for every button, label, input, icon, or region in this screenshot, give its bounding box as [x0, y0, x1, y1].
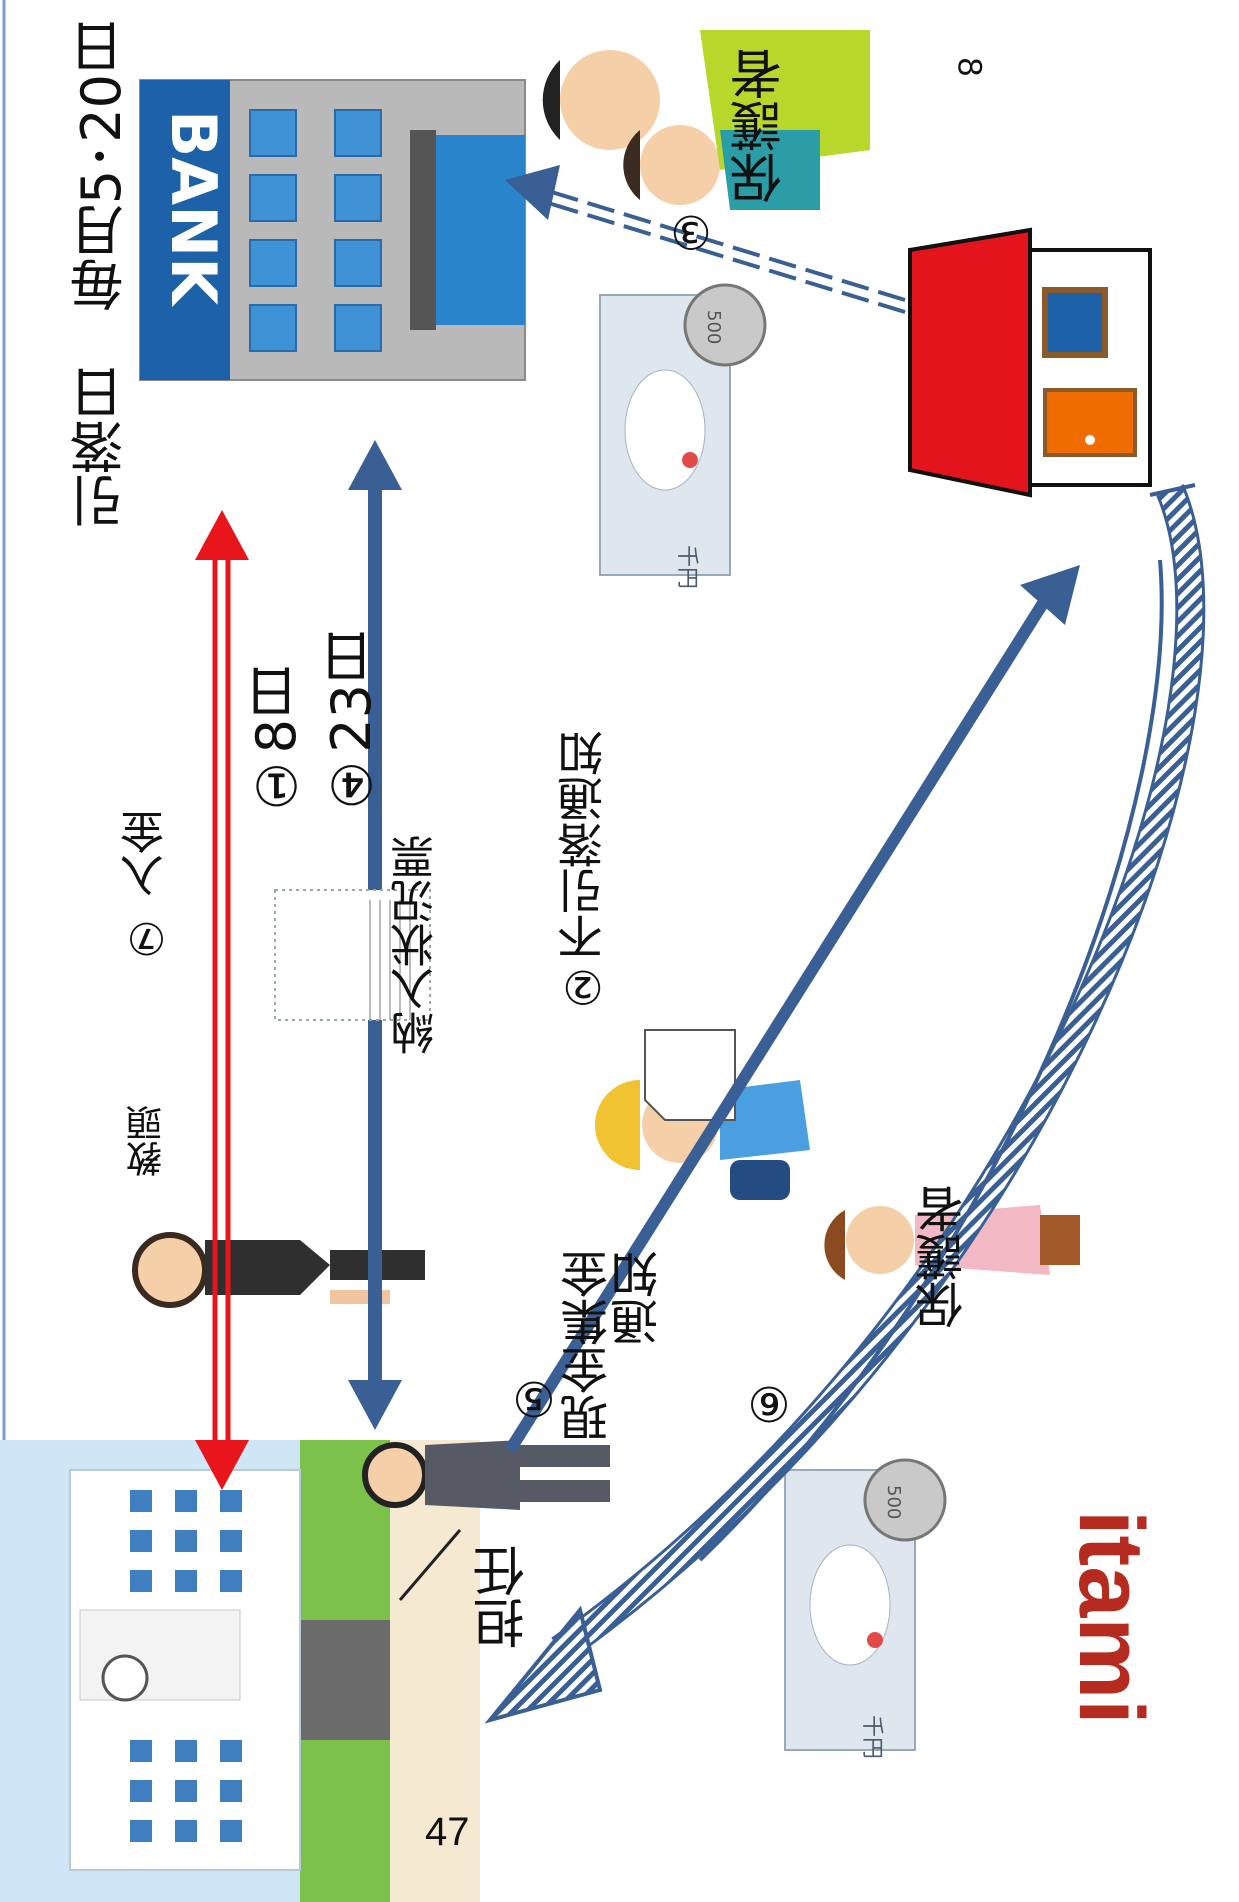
step5-number-label: ⑤: [506, 1370, 562, 1426]
money-illustration-top: 千円 500: [599, 283, 767, 589]
page-number-right: 8: [950, 57, 989, 77]
guardian-bottom-label: 保護者: [916, 1185, 972, 1329]
step7-deposit-label: ⑦ 入金: [121, 810, 172, 963]
step5-cash-collection-label: 現金集金: [561, 1250, 617, 1442]
homeroom-teacher-figure: [362, 1440, 610, 1601]
guardian-top-label: 保護者: [731, 48, 791, 204]
step4-23rd-label: ④23日: [320, 630, 383, 816]
notice-document-icon: [644, 1029, 736, 1121]
vice-principal-label: 教頭: [127, 1105, 168, 1177]
thin-curve-line: [698, 559, 1164, 1562]
step2-non-withdrawal-notice-label: ②不引落通知: [556, 730, 610, 1014]
hatched-curved-arrow-cash-return: [484, 483, 1206, 1724]
step3-label: ③: [664, 205, 718, 259]
svg-text:千円: 千円: [674, 545, 699, 589]
itami-logo: itami: [1060, 1510, 1162, 1725]
svg-text:itami: itami: [1060, 1510, 1162, 1725]
bank-building-illustration: [139, 79, 526, 381]
step6-label: ⑥: [741, 1375, 797, 1431]
svg-text:千円: 千円: [859, 1715, 884, 1759]
money-illustration-bottom: 千円 500: [784, 1458, 947, 1759]
homeroom-teacher-label: 担任: [474, 1545, 534, 1649]
payment-status-slip-label: 納入状況票: [391, 835, 442, 1055]
svg-text:500: 500: [703, 310, 724, 344]
withdrawal-date-label: 引落日 毎月5･20日: [70, 20, 133, 529]
step1-8th-label: ①8日: [245, 665, 308, 817]
page-number-left: 47: [425, 1810, 470, 1854]
red-double-arrow-deposit: [195, 510, 249, 1490]
svg-text:500: 500: [883, 1485, 904, 1519]
house-illustration: [908, 227, 1152, 498]
payment-status-slip-icon: [274, 889, 431, 1021]
blue-diagonal-arrow-cash-notice: [504, 565, 1080, 1454]
step5-notice-label: 通知: [611, 1250, 667, 1346]
guardian-family-figure: [542, 30, 870, 210]
school-building-illustration: [0, 1440, 480, 1902]
dashed-arrow-guardian-to-bank: [505, 165, 906, 314]
bank-sign-text: BANK: [157, 110, 230, 307]
